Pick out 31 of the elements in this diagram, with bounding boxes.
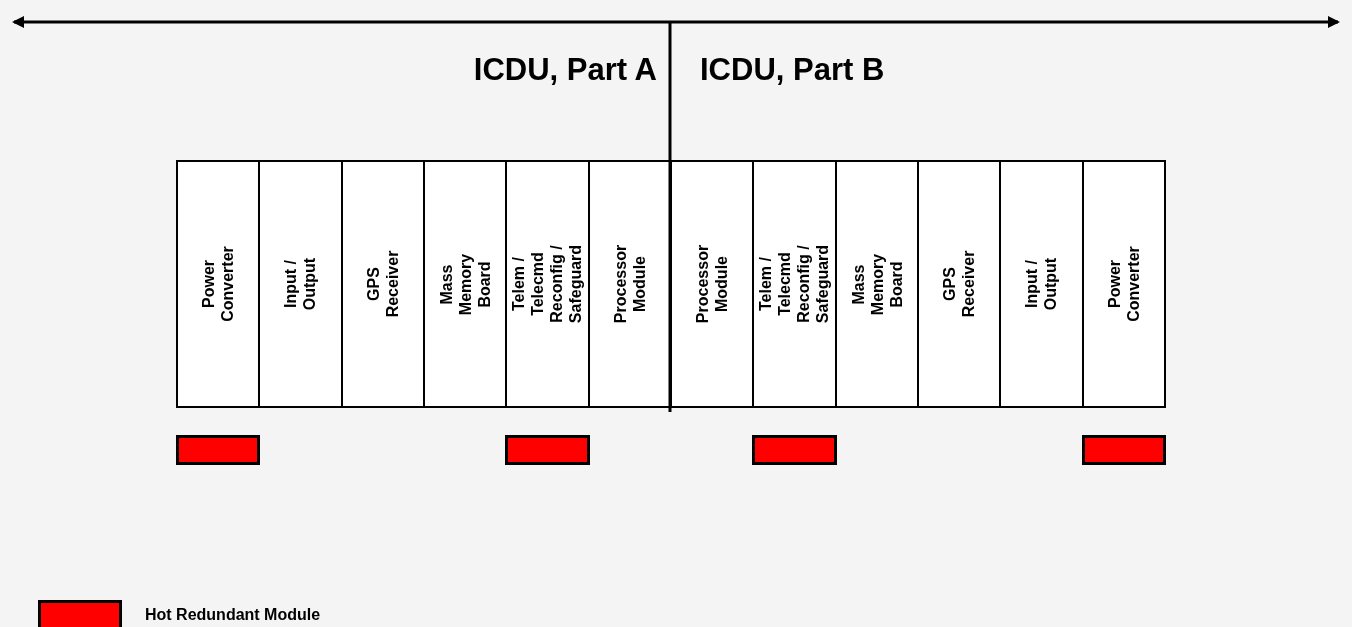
module-label: Power Converter bbox=[1104, 245, 1143, 324]
module-label: Telem / Telecmd Reconfig / Safeguard bbox=[509, 243, 586, 325]
module-label: Mass Memory Board bbox=[848, 252, 906, 317]
redundancy-marker bbox=[1081, 435, 1166, 465]
module-box bbox=[752, 160, 837, 408]
module-box bbox=[1081, 160, 1166, 408]
module-label: GPS Receiver bbox=[363, 249, 402, 320]
module-label: GPS Receiver bbox=[940, 249, 979, 320]
legend-label: Hot Redundant Module bbox=[145, 606, 321, 624]
module-box bbox=[587, 160, 672, 408]
module-label: Processor Module bbox=[610, 243, 649, 325]
module-box bbox=[834, 160, 919, 408]
module-box bbox=[176, 160, 261, 408]
module-box bbox=[670, 160, 755, 408]
module-box bbox=[917, 160, 1002, 408]
module-label: Processor Module bbox=[693, 243, 732, 325]
redundancy-marker bbox=[752, 435, 837, 465]
module-label: Input / Output bbox=[1022, 256, 1061, 313]
section-heading: ICDU, Part A bbox=[473, 52, 657, 88]
module-box bbox=[505, 160, 590, 408]
module-label: Input / Output bbox=[281, 256, 320, 313]
module-label: Mass Memory Board bbox=[436, 252, 494, 317]
module-box bbox=[999, 160, 1084, 408]
module-box bbox=[258, 160, 343, 408]
redundancy-marker bbox=[505, 435, 590, 465]
module-box bbox=[423, 160, 508, 408]
module-box bbox=[340, 160, 425, 408]
module-label: Power Converter bbox=[199, 245, 238, 324]
redundancy-marker bbox=[176, 435, 261, 465]
section-heading: ICDU, Part B bbox=[700, 52, 885, 88]
module-label: Telem / Telecmd Reconfig / Safeguard bbox=[756, 243, 833, 325]
